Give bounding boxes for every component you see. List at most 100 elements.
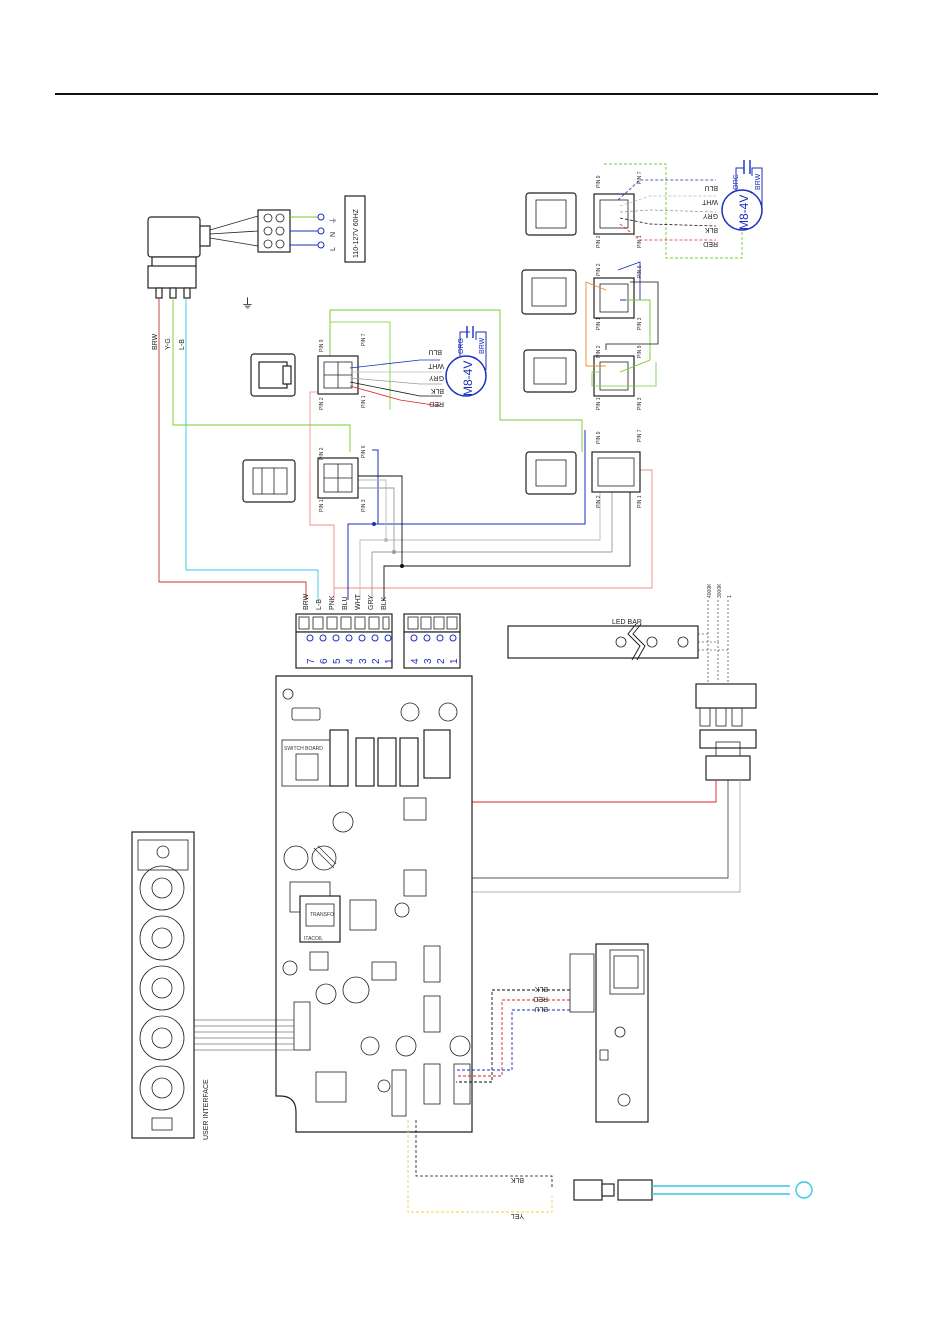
pin-label: PIN 9 (596, 431, 602, 444)
terminal-l: L (330, 247, 337, 251)
right-plug-housing-3 (523, 349, 577, 393)
cap-label: BRW (755, 173, 762, 190)
terminal-number: 1 (384, 658, 395, 664)
module-wire-label: BLK (534, 985, 548, 992)
pin-label: PIN 9 (637, 345, 643, 358)
pin-label: PIN 1 (637, 495, 643, 508)
pin-label: PIN 7 (637, 429, 643, 442)
terminal-number: 3 (358, 658, 369, 664)
terminal-wire-label: L-B (316, 599, 323, 610)
motor-wire-label: WHT (701, 198, 718, 205)
led-connector-label: 4000K (707, 583, 713, 598)
cap-label: BRW (479, 337, 486, 354)
motor-right-label: M8-4V (737, 195, 751, 230)
knob-icon (139, 865, 185, 911)
pin-label: PIN 2 (596, 235, 602, 248)
pin-label: PIN 7 (637, 171, 643, 184)
knob-icon (139, 965, 185, 1011)
control-board (275, 675, 473, 1133)
sensor-wire-label: YEL (511, 1212, 524, 1219)
motor-wire-label: GRY (429, 374, 444, 381)
terminal-number: 2 (371, 658, 382, 664)
pin-label: PIN 3 (637, 397, 643, 410)
right-socket-3 (593, 355, 635, 397)
terminal-wire-label: WHT (355, 593, 362, 610)
supply-label: 110-127V 60HZ (353, 208, 360, 258)
terminal-wire-label: BLK (381, 596, 388, 610)
ground-symbol-icon: ⏚ (241, 296, 254, 311)
switch-board-label: SWITCH BOARD (284, 746, 323, 752)
terminal-number: 7 (306, 658, 317, 664)
terminal-number: 4 (410, 658, 421, 664)
pin-label: PIN 2 (596, 263, 602, 276)
pin-label: PIN 2 (319, 397, 325, 410)
pin-label: PIN 2 (596, 345, 602, 358)
plug-wire-label: L-B (179, 339, 186, 350)
right-socket-1 (593, 193, 635, 235)
right-plug-housing-2 (521, 269, 577, 315)
pin-label: PIN 1 (596, 317, 602, 330)
motor-wire-label: WHT (427, 362, 444, 369)
led-connector (695, 683, 757, 781)
motor-wire-label: GRY (703, 212, 718, 219)
terminal-ground: ⏚ (329, 217, 337, 224)
user-interface-label: USER INTERFACE (203, 1079, 210, 1140)
pin-label: PIN 9 (319, 339, 325, 352)
motor-left: M8-4V ORG BRW (445, 326, 487, 397)
terminal-number: 5 (332, 658, 343, 664)
led-icon (677, 636, 689, 648)
cap-label: ORG (458, 338, 465, 354)
plug-wire-label: BRW (152, 333, 159, 350)
pin-label: PIN 6 (637, 265, 643, 278)
switch-socket-connector (317, 457, 359, 499)
pin-label: PIN 2 (596, 495, 602, 508)
led-icon (646, 636, 658, 648)
pin-label: PIN 9 (596, 175, 602, 188)
pin-label: PIN 3 (361, 499, 367, 512)
cap-label: ORG (733, 174, 740, 190)
right-plug-housing-1 (525, 192, 577, 236)
motor-plug-housing (250, 353, 296, 397)
terminal-wire-label: BLU (342, 596, 349, 610)
sensor-probe-icon (795, 1181, 813, 1199)
wifi-module (569, 943, 649, 1123)
led-bar (507, 623, 699, 661)
motor-wire-label: RED (703, 240, 718, 247)
pin-label: PIN 3 (637, 317, 643, 330)
temperature-sensor (573, 1179, 813, 1201)
module-wire-label: BLU (534, 1005, 548, 1012)
knob-icon (139, 1065, 185, 1111)
led-bar-title: LED BAR (612, 619, 642, 626)
pin-label: PIN 1 (596, 397, 602, 410)
right-socket-2 (593, 277, 635, 319)
led-connector-label: 3000K (717, 583, 723, 598)
plug-wire-label: Y-G (165, 338, 172, 350)
pin-label: PIN 1 (637, 235, 643, 248)
terminal-wire-label: GRY (368, 595, 375, 610)
pin-label: PIN 6 (361, 445, 367, 458)
terminal-number: 4 (345, 658, 356, 664)
user-interface-panel (131, 831, 195, 1139)
terminal-number: 6 (319, 658, 330, 664)
right-plug-housing-4 (525, 451, 577, 495)
motor-wire-label: RED (429, 400, 444, 407)
terminal-wire-label: PNK (329, 595, 336, 610)
terminal-n: N (330, 232, 337, 237)
terminal-wire-label: BRW (303, 593, 310, 610)
motor-wire-label: BLU (704, 184, 718, 191)
knob-icon (139, 1015, 185, 1061)
motor-right: M8-4V ORG BRW (721, 160, 763, 231)
terminal-number: 2 (436, 658, 447, 664)
terminal-number: 3 (423, 658, 434, 664)
led-icon (615, 636, 627, 648)
led-connector-label: 1 (727, 595, 733, 598)
terminal-block-main (295, 613, 393, 669)
sensor-wire-label: BLK (510, 1176, 524, 1183)
right-socket-4 (591, 451, 641, 493)
motor-wire-label: BLU (428, 348, 442, 355)
motor-left-label: M8-4V (461, 361, 475, 396)
motor-socket-connector (317, 355, 359, 395)
pin-label: PIN 7 (361, 333, 367, 346)
switch-plug-housing (242, 459, 296, 503)
